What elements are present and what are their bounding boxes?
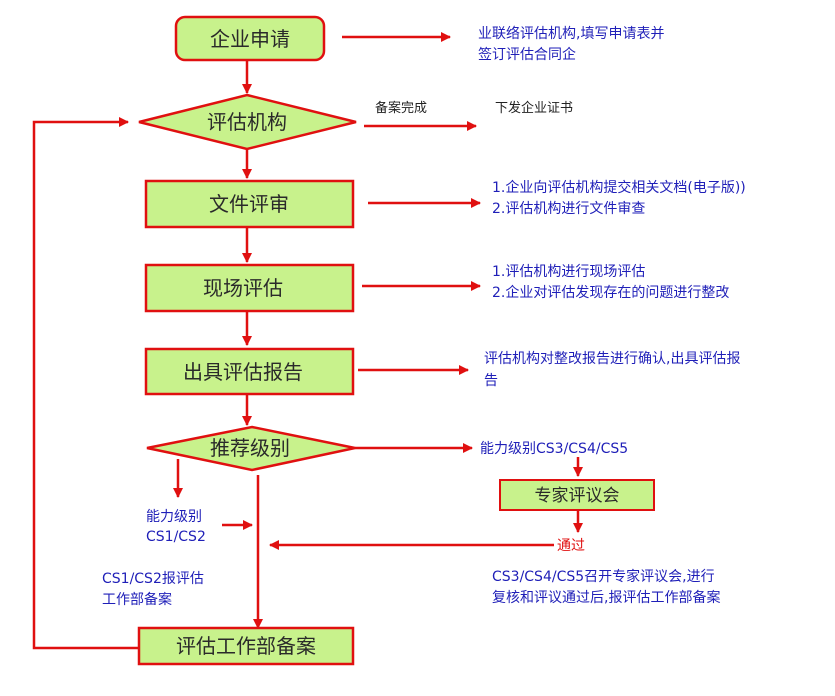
note-doc-line2: 2.评估机构进行文件审查: [492, 201, 645, 217]
note-cert: 下发企业证书: [495, 100, 573, 116]
note-low-record-line2: 工作部备案: [102, 591, 172, 608]
node-expert-label: 专家评议会: [535, 486, 620, 506]
note-onsite-line2: 2.企业对评估发现存在的问题进行整改: [492, 284, 729, 301]
note-report-line1: 评估机构对整改报告进行确认,出具评估报: [484, 351, 740, 367]
note-pass: 通过: [557, 538, 585, 554]
node-recommend: 推荐级别: [146, 425, 356, 472]
node-agency-label: 评估机构: [207, 110, 287, 134]
node-report: 出具评估报告: [144, 347, 355, 396]
node-onsite: 现场评估: [144, 263, 355, 313]
note-report-line2: 告: [484, 373, 498, 389]
node-record: 评估工作部备案: [137, 626, 355, 666]
node-onsite-label: 现场评估: [203, 276, 283, 300]
node-doc-review-label: 文件评审: [209, 192, 289, 216]
node-expert: 专家评议会: [499, 479, 655, 511]
note-apply-line2: 签订评估合同企: [478, 46, 576, 63]
node-apply-label: 企业申请: [210, 27, 290, 51]
node-doc-review: 文件评审: [144, 179, 355, 229]
node-record-label: 评估工作部备案: [176, 634, 316, 658]
node-agency: 评估机构: [138, 93, 357, 151]
main-connectors: [32, 32, 583, 650]
arrow-record-back-to-agency: [32, 117, 139, 650]
note-high-review-line1: CS3/CS4/CS5召开专家评议会,进行: [492, 568, 715, 585]
note-record-done: 备案完成: [375, 100, 427, 116]
node-apply: 企业申请: [174, 15, 326, 62]
note-high-review-line2: 复核和评议通过后,报评估工作部备案: [492, 589, 720, 606]
note-low-record-line1: CS1/CS2报评估: [102, 571, 204, 587]
note-level-low-line2: CS1/CS2: [146, 529, 206, 545]
note-level-low-line1: 能力级别: [146, 509, 202, 525]
note-doc-line1: 1.企业向评估机构提交相关文档(电子版)): [492, 179, 746, 196]
note-level-high: 能力级别CS3/CS4/CS5: [480, 441, 628, 457]
node-recommend-label: 推荐级别: [210, 436, 290, 460]
node-report-label: 出具评估报告: [183, 360, 303, 384]
note-onsite-line1: 1.评估机构进行现场评估: [492, 264, 645, 280]
note-apply-line1: 业联络评估机构,填写申请表并: [478, 26, 664, 42]
